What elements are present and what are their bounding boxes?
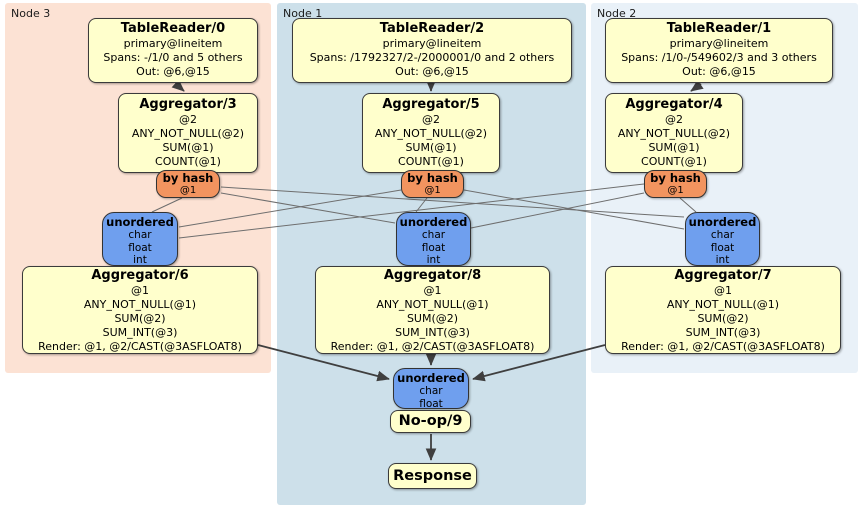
router-title: by hash [407,171,458,185]
router-detail: @1 [179,185,197,196]
sync-title: unordered [399,215,468,229]
processor-title: TableReader/1 [666,21,772,36]
processor-title: Aggregator/8 [383,268,482,283]
sync-type: char [421,229,446,241]
sync-type: int [426,254,441,266]
processor-line: SUM(@1) [162,141,214,154]
processor-line: Render: @1, @2/CAST(@3ASFLOAT8) [330,340,535,353]
processor-line: COUNT(@1) [641,155,707,168]
processor-line: ANY_NOT_NULL(@2) [131,127,245,140]
processor-line: @1 [131,284,149,297]
processor-line: SUM(@1) [405,141,457,154]
sync-unordered-node3: unordered char float int [102,212,178,266]
processor-title: Aggregator/6 [91,268,189,283]
processor-line: SUM_INT(@3) [685,326,761,339]
processor-aggregator-8: Aggregator/8 @1 ANY_NOT_NULL(@1) SUM(@2)… [315,266,550,354]
sync-unordered-final: unordered char float [393,368,469,410]
router-title: by hash [650,171,701,185]
processor-title: Aggregator/5 [382,97,480,112]
processor-line: SUM(@2) [114,312,166,325]
sync-type: float [421,241,446,254]
processor-line: ANY_NOT_NULL(@1) [666,298,780,311]
processor-title: Aggregator/3 [139,97,237,112]
sync-type: char [419,385,443,397]
processor-line: Spans: /1/0-/549602/3 and 3 others [621,51,817,64]
processor-line: COUNT(@1) [155,155,221,168]
processor-line: ANY_NOT_NULL(@1) [376,298,489,311]
sync-type: float [710,241,735,254]
processor-line: ANY_NOT_NULL(@2) [617,127,731,140]
processor-tablereader-0: TableReader/0 primary@lineitem Spans: -/… [88,18,258,83]
processor-line: @1 [423,284,442,297]
processor-line: Out: @6,@15 [395,65,469,78]
processor-line: @2 [422,113,440,126]
processor-line: COUNT(@1) [398,155,464,168]
region-node-1-label: Node 1 [283,7,323,20]
processor-line: SUM_INT(@3) [102,326,178,339]
processor-line: primary@lineitem [123,37,223,50]
processor-line: Render: @1, @2/CAST(@3ASFLOAT8) [38,340,242,353]
sync-type: char [128,229,152,241]
processor-title: TableReader/0 [120,21,226,36]
processor-title: TableReader/2 [379,21,485,36]
region-node-2-label: Node 2 [597,7,637,20]
processor-title: Response [393,468,472,484]
router-by-hash-node2: by hash @1 [644,170,707,198]
processor-title: No-op/9 [398,413,463,429]
processor-line: Spans: -/1/0 and 5 others [103,51,243,64]
processor-line: SUM(@2) [697,312,749,325]
region-node-3-label: Node 3 [11,7,51,20]
processor-aggregator-3: Aggregator/3 @2 ANY_NOT_NULL(@2) SUM(@1)… [118,93,258,173]
response-box: Response [388,463,477,489]
router-title: by hash [162,171,214,185]
processor-line: @2 [179,113,197,126]
processor-line: @1 [714,284,732,297]
processor-aggregator-5: Aggregator/5 @2 ANY_NOT_NULL(@2) SUM(@1)… [362,93,500,173]
processor-line: Spans: /1792327/2-/2000001/0 and 2 other… [309,51,555,64]
processor-line: SUM_INT(@3) [395,326,470,339]
processor-tablereader-1: TableReader/1 primary@lineitem Spans: /1… [605,18,833,83]
sync-type: float [419,397,443,410]
sync-title: unordered [688,215,757,229]
sync-type: int [133,254,147,266]
sync-unordered-node1: unordered char float int [396,212,471,266]
sync-unordered-node2: unordered char float int [685,212,760,266]
sync-title: unordered [397,371,465,385]
processor-line: Out: @6,@15 [682,65,756,78]
processor-aggregator-7: Aggregator/7 @1 ANY_NOT_NULL(@1) SUM(@2)… [605,266,841,354]
processor-aggregator-6: Aggregator/6 @1 ANY_NOT_NULL(@1) SUM(@2)… [22,266,258,354]
processor-line: @2 [665,113,683,126]
sync-title: unordered [106,215,174,229]
router-by-hash-node1: by hash @1 [401,170,464,198]
processor-line: ANY_NOT_NULL(@1) [83,298,197,311]
processor-aggregator-4: Aggregator/4 @2 ANY_NOT_NULL(@2) SUM(@1)… [605,93,743,173]
processor-line: Out: @6,@15 [136,65,210,78]
router-by-hash-node3: by hash @1 [156,170,220,198]
router-detail: @1 [424,185,441,196]
processor-line: SUM(@1) [648,141,700,154]
processor-line: Render: @1, @2/CAST(@3ASFLOAT8) [621,340,825,353]
processor-line: SUM(@2) [406,312,459,325]
processor-line: primary@lineitem [382,37,482,50]
processor-noop-9: No-op/9 [390,410,471,433]
router-detail: @1 [667,185,684,196]
sync-type: char [710,229,735,241]
processor-tablereader-2: TableReader/2 primary@lineitem Spans: /1… [292,18,572,83]
processor-title: Aggregator/7 [674,268,772,283]
processor-line: ANY_NOT_NULL(@2) [374,127,488,140]
sync-type: int [715,254,730,266]
processor-line: primary@lineitem [669,37,769,50]
processor-title: Aggregator/4 [625,97,723,112]
sync-type: float [128,241,152,254]
